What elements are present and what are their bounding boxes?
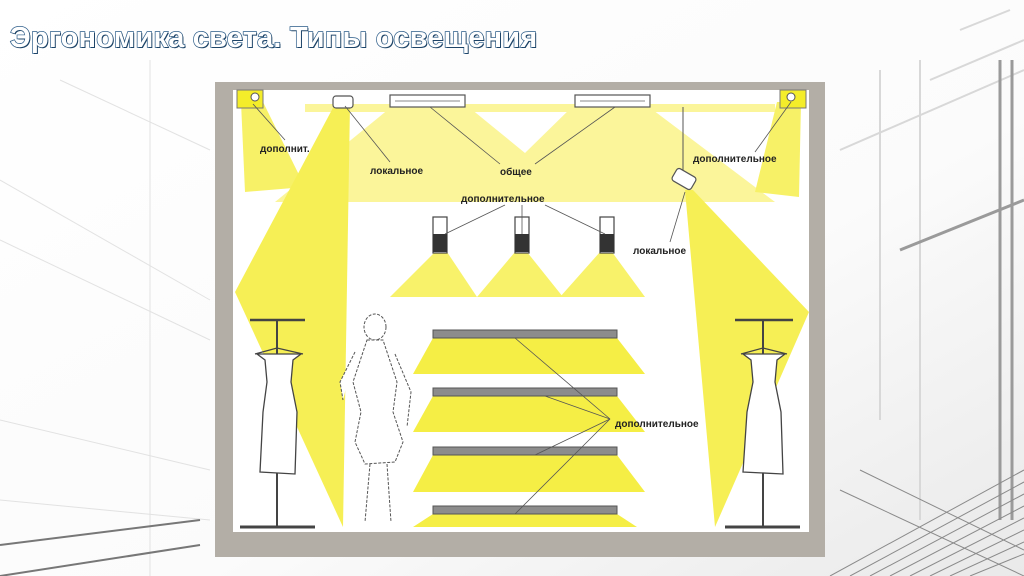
label-general: общее [500,166,532,178]
general-light-cone [475,104,775,202]
shelf-light [413,338,645,374]
wall-lamp-cone [560,252,645,297]
label-local-left: локальное [370,166,424,177]
clothes-rack-right [725,318,800,529]
shelf [432,329,618,339]
corner-light-cone-left [241,102,305,192]
shelf [432,446,618,456]
label-top-left-additional: дополнит. [260,144,310,155]
spotlight-left [332,95,354,109]
local-beam-left [235,104,350,527]
spotlight-right [671,167,697,191]
leader-lines [252,101,792,515]
corner-lamp-left [236,89,264,109]
shelf [432,505,618,515]
corner-light-cone-right [755,102,801,197]
lighting-diagram: дополнит. локальное общее дополнительное… [215,82,825,557]
shelf [432,387,618,397]
shelf-light [413,455,645,492]
label-local-right: локальное [633,246,687,257]
shelf-light [413,396,645,432]
slide-title: Эргономика света. Типы освещения [9,21,538,54]
label-additional-shelves: дополнительное [615,419,699,430]
shelf-light [413,514,637,527]
label-additional-right: дополнительное [693,154,777,165]
clothes-rack-left [240,318,315,529]
label-additional-wall: дополнительное [461,194,545,205]
woman-figure [339,313,412,523]
wall-lamp-cone [390,252,477,297]
wall-lamp-cone [477,252,563,297]
local-beam-right [685,190,809,527]
